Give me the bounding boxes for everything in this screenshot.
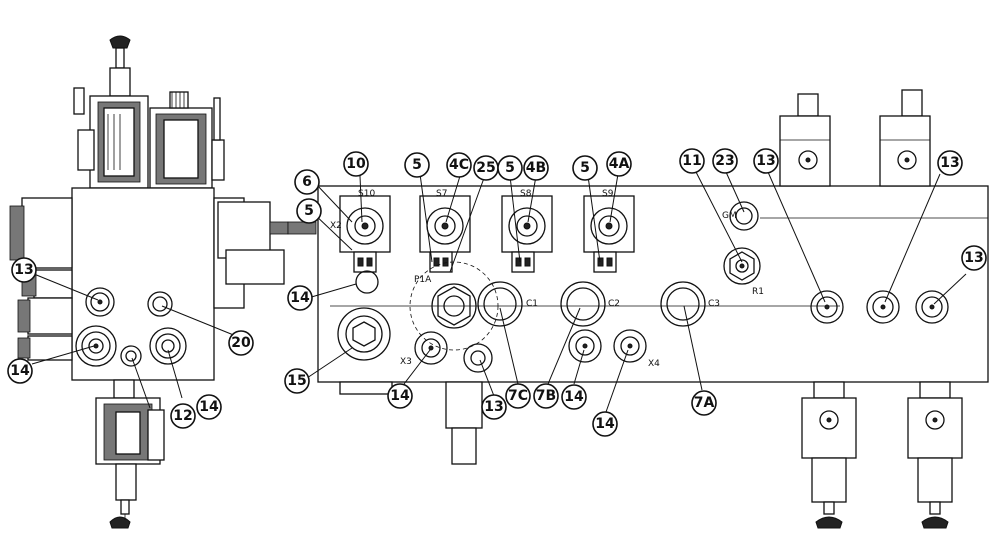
svg-text:13: 13 — [484, 399, 503, 415]
svg-text:13: 13 — [14, 262, 33, 278]
callout-5-b: 5 — [404, 152, 430, 178]
right-top-solenoids — [779, 89, 931, 187]
port-labels: S10 X2 S7 S8 S9 P1A C1 C2 C3 X3 X4 R1 GM — [330, 189, 764, 369]
port-label-s7: S7 — [436, 189, 447, 199]
callout-7b: 7B — [533, 383, 559, 409]
callout-23: 23 — [712, 148, 738, 174]
svg-text:14: 14 — [290, 290, 310, 306]
callout-4c: 4C — [446, 152, 472, 178]
callout-14-d: 14 — [592, 411, 618, 437]
port-label-x3: X3 — [400, 357, 412, 367]
right-bottom-solenoids — [801, 381, 963, 529]
svg-text:23: 23 — [715, 153, 734, 169]
callout-14-b: 14 — [387, 383, 413, 409]
port-label-p1a: P1A — [414, 275, 432, 285]
valve-s10 — [339, 195, 391, 294]
callout-13-d: 13 — [481, 394, 507, 420]
svg-text:7C: 7C — [508, 388, 528, 404]
callout-14-e: 14 — [7, 358, 33, 384]
callout-14-c: 14 — [561, 384, 587, 410]
svg-text:14: 14 — [390, 388, 410, 404]
svg-text:13: 13 — [940, 155, 959, 171]
svg-text:25: 25 — [476, 160, 495, 176]
callout-14-a: 14 — [287, 285, 313, 311]
svg-text:15: 15 — [287, 373, 306, 389]
svg-text:4B: 4B — [526, 160, 546, 176]
callout-7c: 7C — [505, 383, 531, 409]
callout-4a: 4A — [606, 151, 632, 177]
svg-text:20: 20 — [231, 335, 251, 351]
svg-text:12: 12 — [173, 408, 192, 424]
port-label-s9: S9 — [602, 189, 614, 199]
port-label-x2: X2 — [330, 221, 342, 231]
main-manifold-block — [317, 185, 989, 465]
svg-text:11: 11 — [682, 153, 701, 169]
port-label-s10: S10 — [358, 189, 375, 199]
callout-20: 20 — [228, 330, 254, 356]
svg-text:5: 5 — [505, 160, 515, 176]
callout-4b: 4B — [523, 155, 549, 181]
callout-13-c: 13 — [961, 245, 987, 271]
svg-text:4A: 4A — [609, 156, 630, 172]
svg-text:14: 14 — [199, 399, 219, 415]
valve-s8 — [501, 195, 553, 273]
svg-text:7B: 7B — [536, 388, 556, 404]
port-label-gm: GM — [722, 211, 737, 221]
callout-15: 15 — [284, 368, 310, 394]
svg-text:13: 13 — [756, 153, 775, 169]
port-label-c1: C1 — [526, 299, 538, 309]
svg-text:14: 14 — [595, 416, 615, 432]
svg-text:6: 6 — [302, 174, 312, 190]
port-label-c2: C2 — [608, 299, 620, 309]
callout-13-e: 13 — [11, 257, 37, 283]
port-label-x4: X4 — [648, 359, 660, 369]
svg-text:14: 14 — [564, 389, 584, 405]
port-label-c3: C3 — [708, 299, 720, 309]
callout-13-a: 13 — [753, 148, 779, 174]
callout-25: 25 — [473, 155, 499, 181]
callout-13-b: 13 — [937, 150, 963, 176]
svg-text:7A: 7A — [694, 395, 715, 411]
callout-10: 10 — [343, 151, 369, 177]
svg-text:5: 5 — [304, 203, 314, 219]
left-manifold-assembly — [9, 35, 317, 529]
svg-text:5: 5 — [580, 160, 590, 176]
callout-7a: 7A — [691, 390, 717, 416]
callout-11: 11 — [679, 148, 705, 174]
callout-5-d: 5 — [572, 155, 598, 181]
callout-5-c: 5 — [497, 155, 523, 181]
leader-lines — [31, 171, 967, 413]
callout-5-a: 5 — [296, 198, 322, 224]
callout-6: 6 — [294, 169, 320, 195]
svg-text:10: 10 — [346, 156, 366, 172]
svg-text:5: 5 — [412, 157, 422, 173]
callout-14-f: 14 — [196, 394, 222, 420]
svg-text:13: 13 — [964, 250, 983, 266]
callout-balloons: 10 6 5 5 4C 25 5 4B 5 4A 11 23 13 13 13 … — [7, 148, 987, 437]
port-label-s8: S8 — [520, 189, 532, 199]
callout-12: 12 — [170, 403, 196, 429]
port-label-r1: R1 — [752, 287, 764, 297]
svg-text:14: 14 — [10, 363, 30, 379]
svg-text:4C: 4C — [449, 157, 469, 173]
valve-s7 — [419, 195, 471, 273]
